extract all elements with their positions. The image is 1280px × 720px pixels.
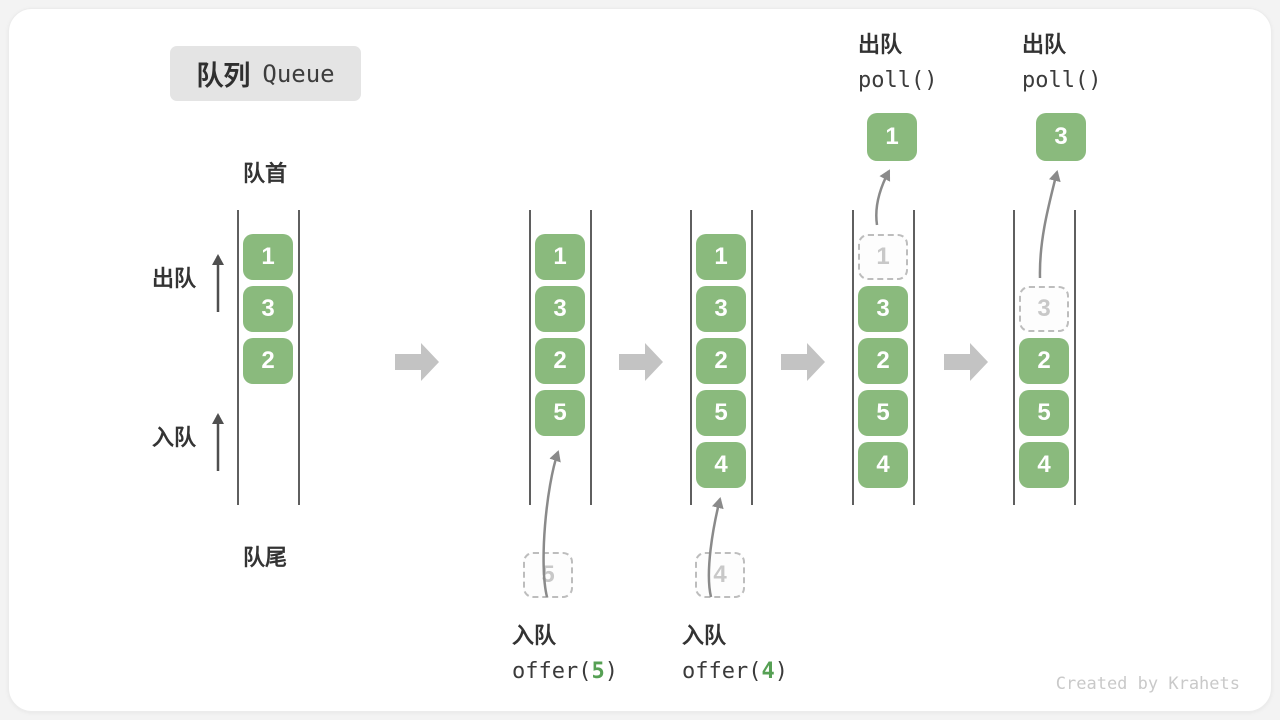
op-code-post: ) — [604, 659, 618, 684]
queue-wall-right — [913, 210, 915, 505]
dequeue-op-label: 出队 poll() — [858, 27, 937, 93]
queue-item: 3 — [243, 286, 293, 332]
queue-item: 2 — [858, 338, 908, 384]
queue-wall-left — [852, 210, 854, 505]
op-label-code: poll() — [858, 68, 938, 93]
op-label-code: offer(4) — [682, 659, 788, 684]
dequeue-arrow-poll1-icon — [875, 169, 891, 226]
op-label-zh: 出队 — [858, 32, 903, 57]
queue-wall-left — [237, 210, 239, 505]
transition-arrow-icon — [781, 343, 825, 381]
op-code-pre: offer( — [682, 659, 762, 684]
op-label-code: offer(5) — [512, 659, 618, 684]
queue-item: 1 — [696, 234, 746, 280]
queue-item: 4 — [858, 442, 908, 488]
transition-arrow-icon — [944, 343, 988, 381]
title-zh: 队列 — [196, 61, 251, 91]
queue-wall-left — [529, 210, 531, 505]
queue-item: 4 — [696, 442, 746, 488]
transition-arrow-icon — [395, 343, 439, 381]
polled-item: 3 — [1036, 113, 1086, 161]
label-dequeue: 出队 — [152, 266, 197, 291]
polled-item: 1 — [867, 113, 917, 161]
enqueue-op-label: 入队 offer(5) — [512, 618, 618, 684]
queue-wall-left — [1013, 210, 1015, 505]
pending-item: 4 — [695, 552, 745, 598]
queue-item: 5 — [535, 390, 585, 436]
label-enqueue: 入队 — [152, 425, 197, 450]
watermark: Created by Krahets — [1055, 674, 1240, 694]
queue-wall-right — [1074, 210, 1076, 505]
queue-wall-right — [590, 210, 592, 505]
dequeue-arrow-poll3-icon — [1038, 170, 1061, 279]
title-badge: 队列 Queue — [170, 46, 361, 101]
queue-item: 1 — [535, 234, 585, 280]
op-label-zh: 入队 — [512, 623, 557, 648]
op-code-arg: 4 — [761, 659, 775, 684]
op-code-pre: offer( — [512, 659, 592, 684]
queue-item: 3 — [696, 286, 746, 332]
dequeue-op-label: 出队 poll() — [1022, 27, 1101, 93]
op-label-zh: 入队 — [682, 623, 727, 648]
label-queue-front: 队首 — [243, 161, 288, 186]
queue-item-removed: 3 — [1019, 286, 1069, 332]
queue-item: 3 — [535, 286, 585, 332]
queue-wall-right — [751, 210, 753, 505]
queue-item: 5 — [696, 390, 746, 436]
enqueue-op-label: 入队 offer(4) — [682, 618, 788, 684]
queue-item-removed: 1 — [858, 234, 908, 280]
op-label-code: poll() — [1022, 68, 1102, 93]
queue-item: 2 — [243, 338, 293, 384]
queue-item: 2 — [1019, 338, 1069, 384]
op-code-arg: 5 — [591, 659, 605, 684]
queue-item: 5 — [1019, 390, 1069, 436]
op-label-zh: 出队 — [1022, 32, 1067, 57]
queue-wall-left — [690, 210, 692, 505]
queue-item: 3 — [858, 286, 908, 332]
queue-wall-right — [298, 210, 300, 505]
queue-item: 1 — [243, 234, 293, 280]
transition-arrow-icon — [619, 343, 663, 381]
op-code-post: ) — [774, 659, 788, 684]
title-en: Queue — [262, 59, 335, 88]
queue-item: 4 — [1019, 442, 1069, 488]
queue-item: 2 — [535, 338, 585, 384]
label-queue-rear: 队尾 — [243, 545, 288, 570]
queue-item: 5 — [858, 390, 908, 436]
queue-item: 2 — [696, 338, 746, 384]
pending-item: 5 — [523, 552, 573, 598]
